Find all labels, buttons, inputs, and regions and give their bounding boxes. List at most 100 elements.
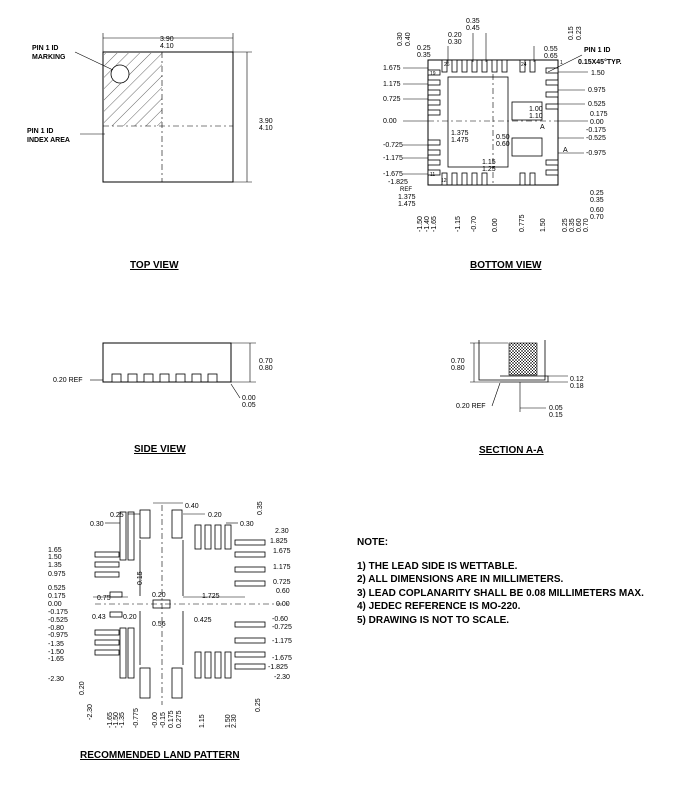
lp-r-neg1.175: -1.175 — [272, 638, 292, 645]
side-lead — [207, 373, 218, 383]
land-pad — [224, 524, 232, 550]
land-pad — [94, 571, 120, 578]
pin-number-19: 19 — [430, 71, 436, 77]
land-pattern-caption: RECOMMENDED LAND PATTERN — [80, 750, 240, 761]
lp-top-0.30b: 0.30 — [240, 521, 254, 528]
bv-right-0.25: 0.25 — [590, 190, 604, 197]
pin1-marking-label-2: MARKING — [32, 54, 66, 61]
land-pad — [139, 509, 151, 539]
lp-l-neg0.975: -0.975 — [48, 632, 68, 639]
top-width-dim-min: 4.10 — [160, 43, 174, 50]
side-lead — [175, 373, 186, 383]
bv-dim-0.40: 0.40 — [405, 32, 412, 46]
lp-in-0.15: 0.15 — [137, 571, 144, 585]
pin1-marking-label: PIN 1 ID — [32, 45, 58, 52]
side-view-leads — [111, 373, 218, 383]
land-pad — [139, 667, 151, 699]
bottom-pin — [545, 103, 559, 110]
land-pad — [94, 639, 120, 646]
lp-b-neg0.15: -0.15 — [160, 712, 167, 728]
lp-in-0.43: 0.43 — [92, 614, 106, 621]
bottom-pin — [427, 149, 441, 156]
land-pad — [94, 649, 120, 656]
bv-left-neg1.825: -1.825 — [388, 179, 408, 186]
bottom-pin — [427, 79, 441, 86]
lp-b-neg1.35: -1.35 — [119, 712, 126, 728]
lp-b-0.275: 0.275 — [176, 710, 183, 728]
bv-inner-0.60: 0.60 — [496, 141, 510, 148]
lp-r-neg1.675: -1.675 — [272, 655, 292, 662]
note-3: 3) LEAD COPLANARITY SHALL BE 0.08 MILLIM… — [357, 587, 644, 599]
bv-inner-1.375: 1.375 — [451, 130, 469, 137]
bv-right-0.60: 0.60 — [590, 207, 604, 214]
land-pad — [204, 524, 212, 550]
pin1-marking-circle — [110, 64, 130, 84]
land-pad — [234, 637, 266, 644]
side-lead — [111, 373, 122, 383]
note-2: 2) ALL DIMENSIONS ARE IN MILLIMETERS. — [357, 574, 564, 585]
sv-standoff-min: 0.00 — [242, 395, 256, 402]
lp-l-neg2.30: -2.30 — [48, 676, 64, 683]
bottom-pin — [519, 59, 526, 73]
sa-standoff-min: 0.05 — [549, 405, 563, 412]
bv-right-1.50: 1.50 — [591, 70, 605, 77]
bv-bot-neg0.70: -0.70 — [471, 216, 478, 232]
note-4: 4) JEDEC REFERENCE IS MO-220. — [357, 601, 521, 612]
bv-inner-0.50: 0.50 — [496, 134, 510, 141]
section-mark-a-top: A — [540, 124, 545, 131]
note-5: 5) DRAWING IS NOT TO SCALE. — [357, 614, 510, 626]
bottom-pin — [491, 59, 498, 73]
land-pad — [234, 551, 266, 558]
section-mark-a-bottom: A — [563, 147, 568, 154]
lp-top-0.20: 0.20 — [208, 512, 222, 519]
bv-inner-1.00: 1.00 — [529, 106, 543, 113]
lp-l-0.525: 0.525 — [48, 585, 66, 592]
lp-l-neg1.50: -1.50 — [48, 649, 64, 656]
lp-r-1.175: 1.175 — [273, 564, 291, 571]
lp-b-0.25: 0.25 — [255, 698, 262, 712]
lp-l-0.175: 0.175 — [48, 593, 66, 600]
lp-b-1.50: 1.50 — [225, 714, 232, 728]
bv-bot-neg1.50: -1.50 — [417, 216, 424, 232]
bv-bot-0.35: 0.35 — [569, 218, 576, 232]
section-lead-crosshatch — [508, 342, 538, 376]
sa-ref: 0.20 REF — [456, 403, 486, 410]
bottom-pin — [545, 79, 559, 86]
bottom-pin — [529, 59, 536, 73]
land-pad — [204, 651, 212, 679]
bv-right-0.975: 0.975 — [588, 87, 606, 94]
bv-left-1.675: 1.675 — [383, 65, 401, 72]
lp-r-1.675: 1.675 — [273, 548, 291, 555]
bv-dim-0.65: 0.65 — [544, 53, 558, 60]
land-pad — [234, 663, 266, 670]
section-aa-caption: SECTION A-A — [479, 445, 544, 456]
sa-lead-max: 0.18 — [570, 383, 584, 390]
sa-standoff-max: 0.15 — [549, 412, 563, 419]
bv-left-neg0.725: -0.725 — [383, 142, 403, 149]
bv-bot-0.25: 0.25 — [562, 218, 569, 232]
land-pad — [94, 551, 120, 558]
bv-right-0.70: 0.70 — [590, 214, 604, 221]
land-pad — [214, 524, 222, 550]
bv-dim-0.30b: 0.30 — [448, 39, 462, 46]
bv-left-0.00: 0.00 — [383, 118, 397, 125]
bottom-pin — [427, 169, 441, 176]
lp-in-0.20b: 0.20 — [123, 614, 137, 621]
bottom-pin — [545, 159, 559, 166]
lp-l-neg0.175: -0.175 — [48, 609, 68, 616]
land-pad — [234, 621, 266, 628]
bottom-pin — [471, 59, 478, 73]
side-lead — [159, 373, 170, 383]
pin-number-24: 24 — [521, 62, 527, 68]
bottom-pin — [461, 172, 468, 186]
bv-right-0.525: 0.525 — [588, 101, 606, 108]
bv-left-ref: REF — [400, 187, 412, 193]
side-lead — [143, 373, 154, 383]
sv-height-max: 0.70 — [259, 358, 273, 365]
bv-left-0.725: 0.725 — [383, 96, 401, 103]
pin-number-26: 26 — [444, 62, 450, 68]
lp-r-0.00: 0.00 — [276, 601, 290, 608]
bottom-pin — [545, 67, 559, 74]
land-pad — [194, 651, 202, 679]
lp-b-neg2.30: -2.30 — [87, 704, 94, 720]
